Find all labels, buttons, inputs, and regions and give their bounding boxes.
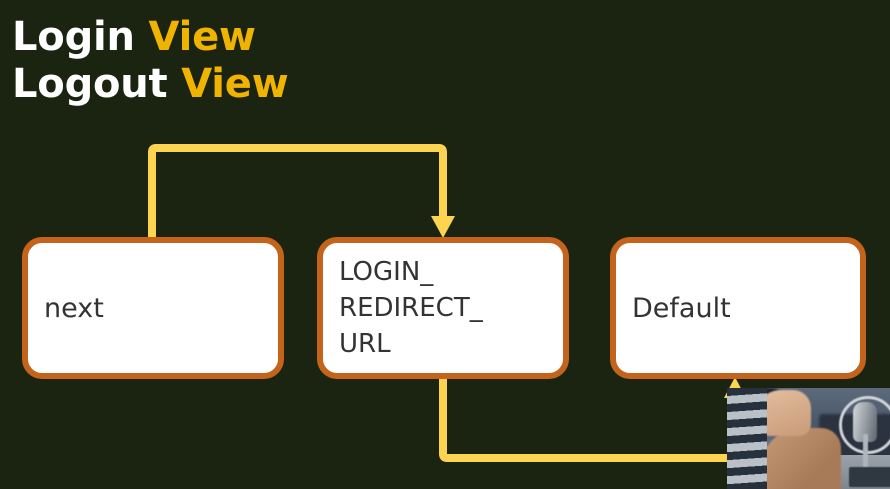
- title-login-accent: View: [148, 14, 256, 60]
- connector-login-redirect-url-to-default: [439, 374, 746, 462]
- title-logout-word: Logout: [12, 61, 168, 107]
- webcam-presenter-shirt: [727, 388, 767, 489]
- title-line-logout: Logout View: [12, 61, 289, 108]
- flow-node-default[interactable]: Default: [610, 237, 866, 379]
- flow-node-next-label: next: [44, 292, 104, 324]
- flow-node-default-label: Default: [632, 292, 731, 324]
- flow-node-login-redirect-url[interactable]: LOGIN_ REDIRECT_ URL: [317, 237, 569, 379]
- arrowhead-down-icon: [431, 216, 455, 238]
- title-login-word: Login: [12, 14, 135, 60]
- webcam-presenter-arm: [761, 428, 841, 489]
- connector-next-to-login-redirect-url: [148, 144, 455, 244]
- webcam-overlay: [727, 388, 890, 489]
- title-line-login: Login View: [12, 14, 288, 61]
- title-logout-accent: View: [181, 61, 289, 107]
- flow-node-login-redirect-url-label: LOGIN_ REDIRECT_ URL: [339, 257, 483, 359]
- webcam-microphone-stand: [863, 434, 868, 472]
- slide-title: Login View Logout View: [12, 14, 289, 108]
- flow-node-next[interactable]: next: [22, 237, 284, 379]
- webcam-keyboard: [849, 467, 890, 487]
